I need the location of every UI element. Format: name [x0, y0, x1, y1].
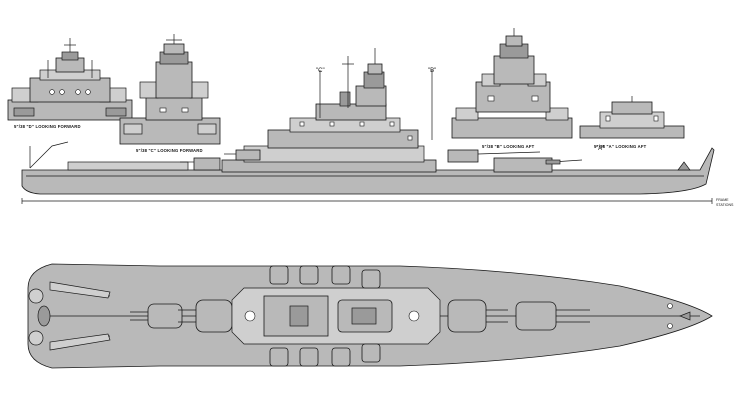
section-view-d: 5"/38 "D" LOOKING FORWARD: [7, 38, 133, 129]
marker-b: "B": [428, 68, 436, 74]
section-c-label: 5"/38 "C" LOOKING FORWARD: [136, 148, 203, 153]
section-view-b: 5"/38 "B" LOOKING AFT: [451, 28, 573, 149]
scale-label-line1: FRAME: [716, 198, 729, 202]
frame-station-scale: FRAME STATIONS: [21, 198, 734, 207]
scale-label-line2: STATIONS: [716, 203, 734, 207]
section-view-c: 5"/38 "C" LOOKING FORWARD: [119, 34, 221, 153]
section-b-label: 5"/38 "B" LOOKING AFT: [482, 144, 535, 149]
section-view-a: 5"/38 "A" LOOKING AFT: [579, 96, 685, 149]
plan-view: [27, 263, 713, 369]
profile-view: "C" "B" "A": [21, 48, 715, 195]
section-d-label: 5"/38 "D" LOOKING FORWARD: [14, 124, 81, 129]
marker-c: "C": [316, 68, 325, 74]
marker-a: "A": [596, 146, 604, 152]
section-a-label: 5"/38 "A" LOOKING AFT: [594, 144, 647, 149]
